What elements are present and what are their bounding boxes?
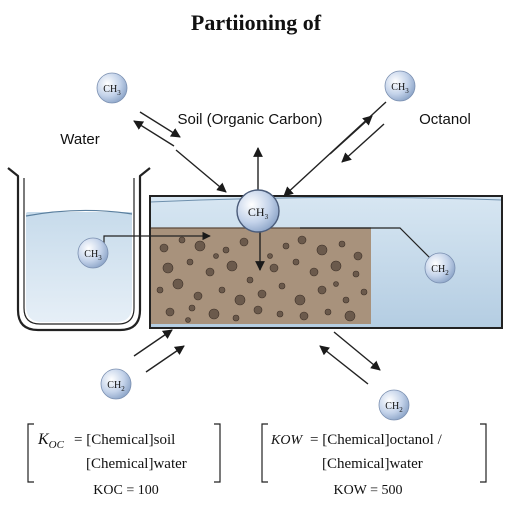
soil-particle xyxy=(330,260,342,272)
soil-particle xyxy=(294,294,306,306)
soil-particle xyxy=(324,308,332,316)
soil-particle xyxy=(344,310,356,322)
soil-particle xyxy=(178,236,186,244)
soil-particle xyxy=(360,288,368,296)
water-label: Water xyxy=(60,131,99,148)
soil-particle xyxy=(309,267,319,277)
svg-text:CH2: CH2 xyxy=(431,264,449,277)
bottom-left-arrows xyxy=(133,329,185,373)
soil-particle xyxy=(218,286,226,294)
molecule-in-water: CH3 xyxy=(77,237,109,269)
pointer-line xyxy=(300,227,431,259)
soil-particle xyxy=(276,310,284,318)
tank-outline xyxy=(149,195,503,329)
soil-particle xyxy=(232,314,240,322)
svg-text:CH2: CH2 xyxy=(385,401,403,414)
svg-text:CH3: CH3 xyxy=(103,84,121,97)
koc-numerator: = [Chemical]soil xyxy=(74,432,175,448)
koc-symbol: K xyxy=(37,431,50,448)
molecule-center: CH3 xyxy=(236,189,280,233)
soil-particle xyxy=(316,244,328,256)
soil-particle xyxy=(317,285,327,295)
soil-particle xyxy=(185,317,191,323)
svg-text:CH3: CH3 xyxy=(84,249,102,262)
molecule-top-right: CH3 xyxy=(384,70,416,102)
top-left-arrows xyxy=(133,111,181,147)
kow-numerator: = [Chemical]octanol / xyxy=(310,432,443,448)
svg-text:CH2: CH2 xyxy=(107,380,125,393)
kow-value: KOW = 500 xyxy=(333,483,402,498)
soil-particle xyxy=(213,253,219,259)
beaker-water xyxy=(26,212,132,322)
soil-particle xyxy=(246,276,254,284)
soil-particle xyxy=(188,304,196,312)
top-right-arrows xyxy=(329,115,385,163)
soil-particle xyxy=(297,235,307,245)
molecule-right-pointer: CH2 xyxy=(424,252,456,284)
soil-particle xyxy=(333,281,339,287)
svg-text:CH3: CH3 xyxy=(248,205,269,221)
soil-particle xyxy=(352,270,360,278)
soil-particle xyxy=(239,237,249,247)
beaker xyxy=(7,167,151,332)
soil-particle xyxy=(257,289,267,299)
soil-particle xyxy=(208,308,220,320)
koc-value: KOC = 100 xyxy=(93,483,158,498)
soil-particle xyxy=(165,307,175,317)
kow-equation: KOW = [Chemical]octanol / [Chemical]wate… xyxy=(261,423,487,498)
koc-equation: KOC = [Chemical]soil [Chemical]water KOC… xyxy=(27,423,221,498)
soil-particle xyxy=(338,240,346,248)
bottom-right-arrows xyxy=(319,331,381,385)
soil-particle xyxy=(194,240,206,252)
soil-particle xyxy=(222,246,230,254)
soil-particle xyxy=(269,263,279,273)
soil-particle xyxy=(282,242,290,250)
soil-particle xyxy=(172,278,184,290)
soil-particle xyxy=(353,251,363,261)
diagram-title: Partiioning of xyxy=(191,10,322,35)
soil-label: Soil (Organic Carbon) xyxy=(177,111,322,128)
soil-particles xyxy=(156,235,368,323)
molecule-bottom-left: CH2 xyxy=(100,368,132,400)
soil-particle xyxy=(186,258,194,266)
soil-particle xyxy=(292,258,300,266)
koc-denominator: [Chemical]water xyxy=(86,456,187,472)
koc-subscript: OC xyxy=(49,439,65,451)
svg-text:KOC: KOC xyxy=(37,431,65,451)
soil-particle xyxy=(159,243,169,253)
soil-particle xyxy=(205,267,215,277)
kow-symbol: KOW xyxy=(270,433,303,448)
molecule-bottom-right: CH2 xyxy=(378,389,410,421)
soil-particle xyxy=(342,296,350,304)
soil-particle xyxy=(278,282,286,290)
soil-particle xyxy=(267,253,273,259)
soil-particle xyxy=(234,294,246,306)
soil-particle xyxy=(299,311,309,321)
kow-denominator: [Chemical]water xyxy=(322,456,423,472)
soil-particle xyxy=(156,286,164,294)
soil-particle xyxy=(226,260,238,272)
soil-particle xyxy=(253,305,263,315)
top-left-to-center-arrow xyxy=(175,149,227,193)
molecule-top-left: CH3 xyxy=(96,72,128,104)
soil-particle xyxy=(193,291,203,301)
svg-text:CH3: CH3 xyxy=(391,82,409,95)
soil-particle xyxy=(162,262,174,274)
octanol-label: Octanol xyxy=(419,111,471,128)
